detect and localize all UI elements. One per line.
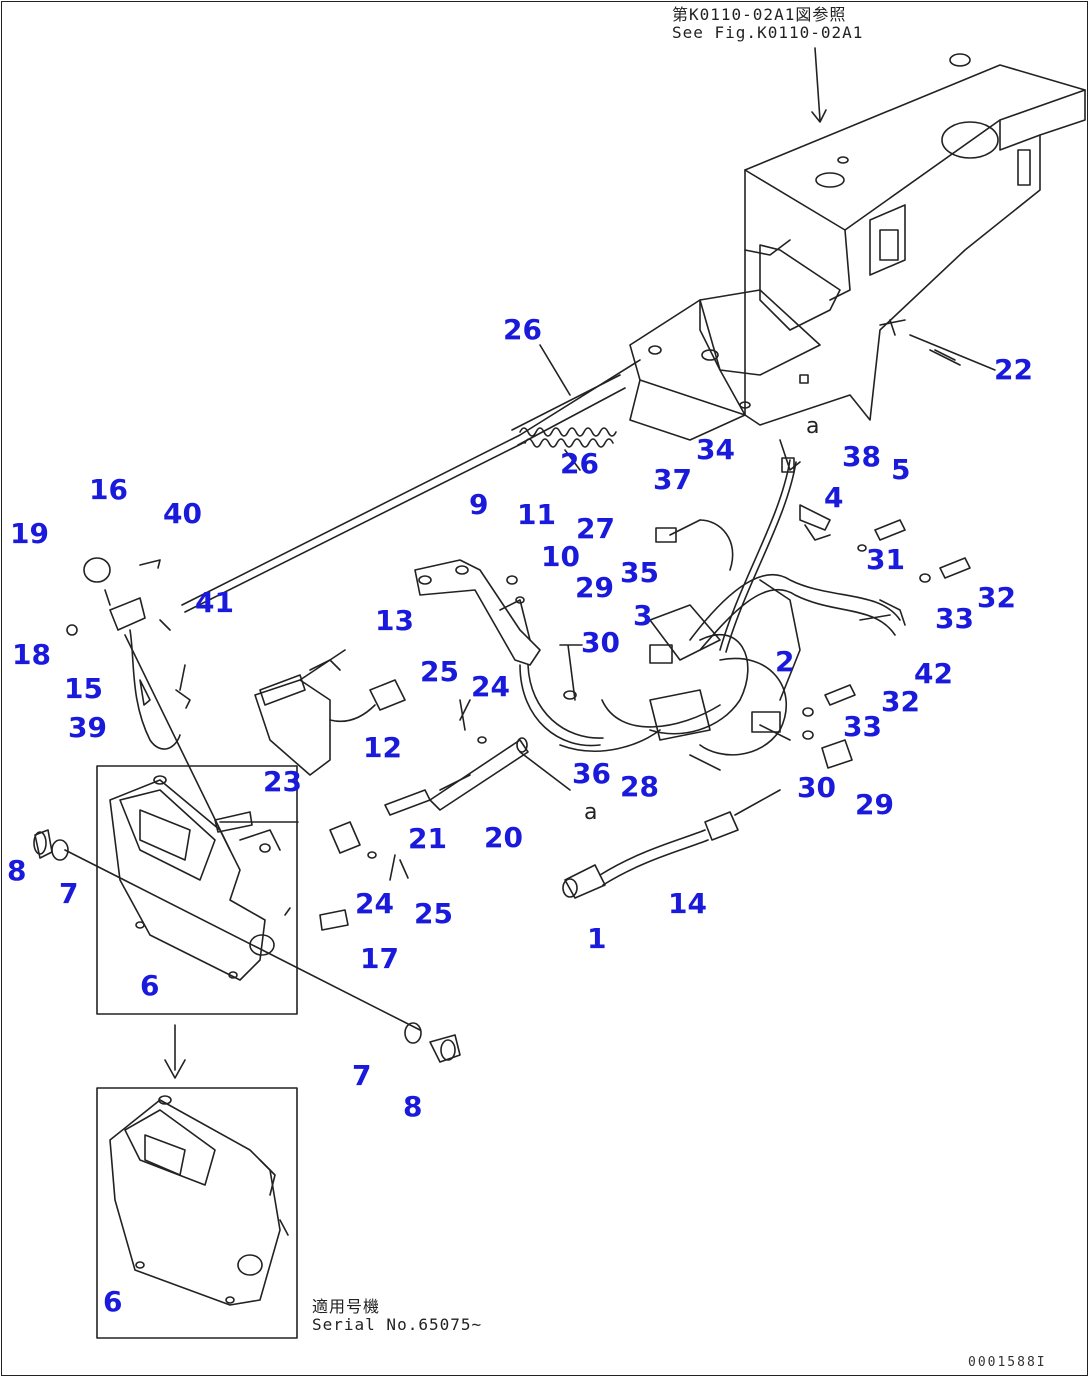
- callout-21: 21: [408, 822, 447, 855]
- callout-39: 39: [68, 711, 107, 744]
- callout-9: 9: [469, 488, 489, 521]
- callout-30: 30: [797, 771, 836, 804]
- drawing-id: 0001588I: [968, 1355, 1047, 1370]
- callout-28: 28: [620, 770, 659, 803]
- callout-17: 17: [360, 942, 399, 975]
- callout-7: 7: [59, 877, 79, 910]
- cable-26: [181, 344, 641, 613]
- serial-note-jp: 適用号機: [312, 1297, 381, 1316]
- callout-36: 36: [572, 757, 611, 790]
- callout-6: 6: [103, 1285, 123, 1318]
- shaft-bolts: [33, 811, 461, 1063]
- lever-9: [414, 559, 541, 666]
- callout-18: 18: [12, 638, 51, 671]
- callout-22: 22: [994, 353, 1033, 386]
- callout-4: 4: [824, 481, 844, 514]
- callout-13: 13: [375, 604, 414, 637]
- rod-assembly: [329, 699, 571, 881]
- callout-38: 38: [842, 440, 881, 473]
- callout-33: 33: [843, 710, 882, 743]
- switch-15: [66, 557, 231, 851]
- callout-25: 25: [420, 655, 459, 688]
- callout-14: 14: [668, 887, 707, 920]
- wiring-harness: [519, 439, 906, 771]
- callout-2: 2: [775, 645, 795, 678]
- main-frame-assembly: [629, 47, 1086, 441]
- callout-24: 24: [471, 670, 510, 703]
- callout-10: 10: [541, 540, 580, 573]
- callout-6: 6: [140, 969, 160, 1002]
- callout-25: 25: [414, 897, 453, 930]
- cut-mark-bottom: a: [584, 800, 598, 825]
- callout-1: 1: [587, 922, 607, 955]
- callout-23: 23: [263, 765, 302, 798]
- callout-11: 11: [517, 498, 556, 531]
- callout-19: 19: [10, 517, 49, 550]
- callout-16: 16: [89, 473, 128, 506]
- control-box-6-lower: [96, 1024, 298, 1339]
- callout-3: 3: [633, 599, 653, 632]
- callout-15: 15: [64, 672, 103, 705]
- serial-note-en: Serial No.65075~: [312, 1315, 483, 1335]
- control-box-6: [96, 765, 299, 1015]
- callout-30: 30: [581, 626, 620, 659]
- hardware-bolts: [559, 349, 971, 769]
- switch-12: [254, 649, 406, 776]
- callout-33: 33: [935, 602, 974, 635]
- key-switch-1: [562, 789, 781, 899]
- callout-32: 32: [881, 685, 920, 718]
- callout-24: 24: [355, 887, 394, 920]
- figure-reference-en: See Fig.K0110-02A1: [672, 23, 864, 43]
- callout-42: 42: [914, 657, 953, 690]
- callout-40: 40: [163, 497, 202, 530]
- callout-8: 8: [7, 854, 27, 887]
- serial-applicability-note: 適用号機 Serial No.65075~: [312, 1297, 483, 1335]
- callout-12: 12: [363, 731, 402, 764]
- callout-35: 35: [620, 556, 659, 589]
- callout-29: 29: [575, 571, 614, 604]
- callout-26: 26: [503, 313, 542, 346]
- callout-27: 27: [576, 512, 615, 545]
- callout-37: 37: [653, 463, 692, 496]
- callout-41: 41: [195, 586, 234, 619]
- callout-7: 7: [352, 1059, 372, 1092]
- callout-32: 32: [977, 581, 1016, 614]
- callout-8: 8: [403, 1090, 423, 1123]
- callout-5: 5: [891, 453, 911, 486]
- cut-mark-top: a: [806, 414, 820, 439]
- callout-34: 34: [696, 433, 735, 466]
- callout-31: 31: [866, 543, 905, 576]
- figure-reference-jp: 第K0110-02A1図参照: [672, 5, 847, 24]
- callout-26: 26: [560, 447, 599, 480]
- callout-20: 20: [484, 821, 523, 854]
- figure-reference-note: 第K0110-02A1図参照 See Fig.K0110-02A1: [672, 5, 864, 43]
- callout-29: 29: [855, 788, 894, 821]
